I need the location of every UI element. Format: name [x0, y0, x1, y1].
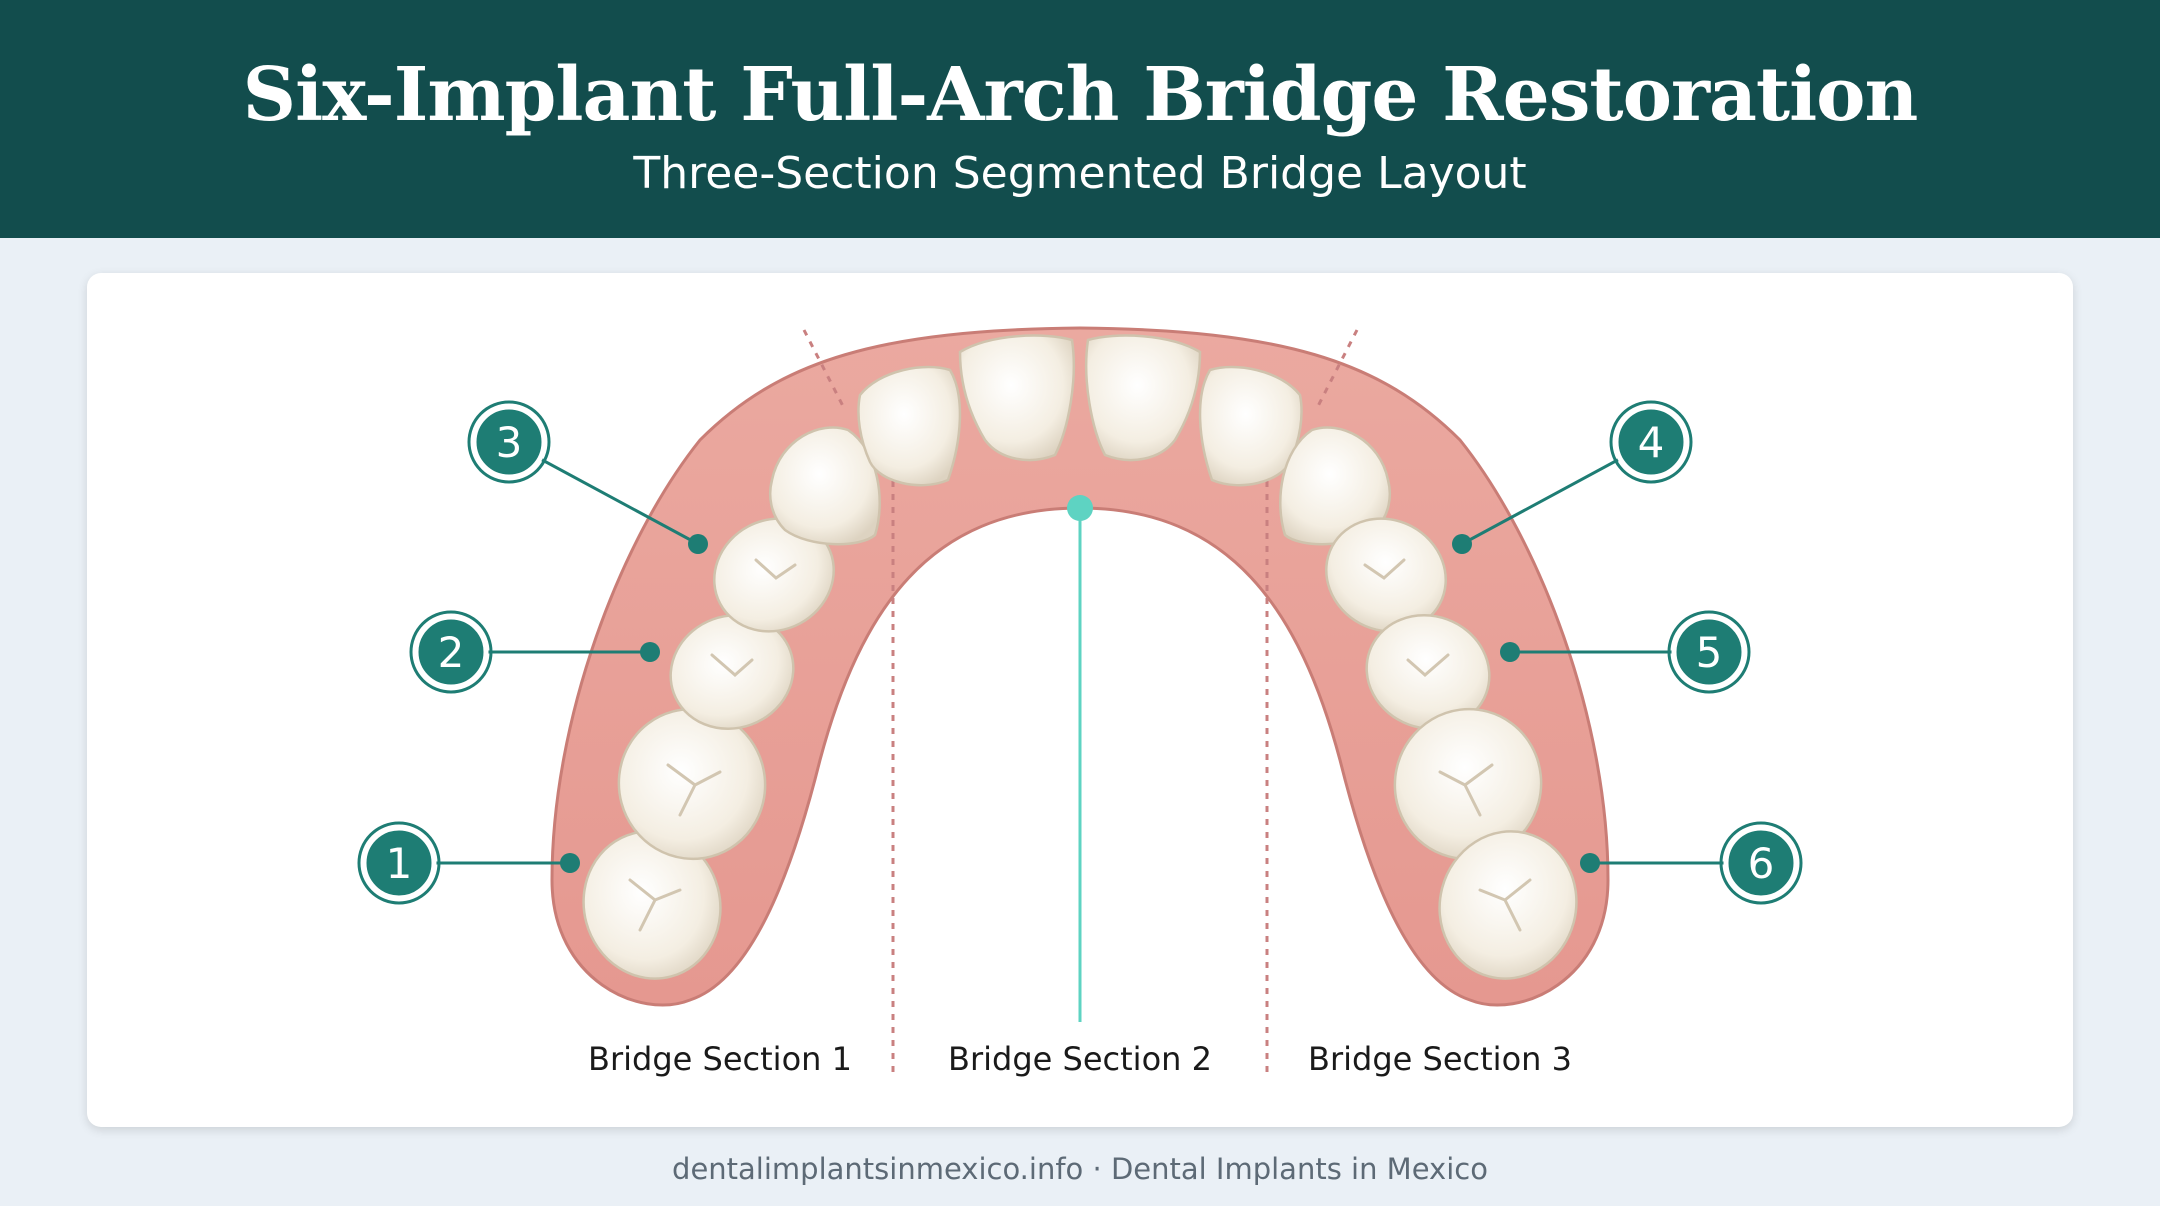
header-banner: Six-Implant Full-Arch Bridge Restoration…	[0, 0, 2160, 238]
implant-callouts: 1 2 3 4 5	[357, 400, 1803, 905]
page-title: Six-Implant Full-Arch Bridge Restoration	[242, 52, 1919, 138]
implant-4-number: 4	[1638, 418, 1665, 467]
tooth	[958, 334, 1076, 462]
section-2-label: Bridge Section 2	[948, 1040, 1212, 1078]
section-3-label: Bridge Section 3	[1308, 1040, 1572, 1078]
midline-marker	[1067, 495, 1093, 1022]
implant-2-number: 2	[438, 628, 465, 677]
implant-4: 4	[1452, 400, 1693, 554]
tooth	[1084, 334, 1202, 462]
implant-3-number: 3	[496, 418, 523, 467]
section-labels: Bridge Section 1 Bridge Section 2 Bridge…	[588, 1040, 1572, 1078]
footer-source: dentalimplantsinmexico.info · Dental Imp…	[672, 1152, 1488, 1186]
page-subtitle: Three-Section Segmented Bridge Layout	[633, 148, 1527, 199]
implant-3: 3	[467, 400, 708, 554]
implant-1: 1	[357, 821, 580, 905]
teeth	[582, 334, 1578, 980]
implant-6: 6	[1580, 821, 1803, 905]
tooth	[768, 426, 881, 546]
tooth-fissures	[628, 558, 1532, 932]
section-1-label: Bridge Section 1	[588, 1040, 852, 1078]
implant-5-number: 5	[1696, 628, 1723, 677]
implant-1-number: 1	[386, 839, 413, 888]
implant-2: 2	[409, 610, 660, 694]
section-dividers	[802, 329, 1359, 1072]
implant-6-number: 6	[1748, 839, 1775, 888]
implant-5: 5	[1500, 610, 1751, 694]
tooth	[857, 365, 962, 487]
